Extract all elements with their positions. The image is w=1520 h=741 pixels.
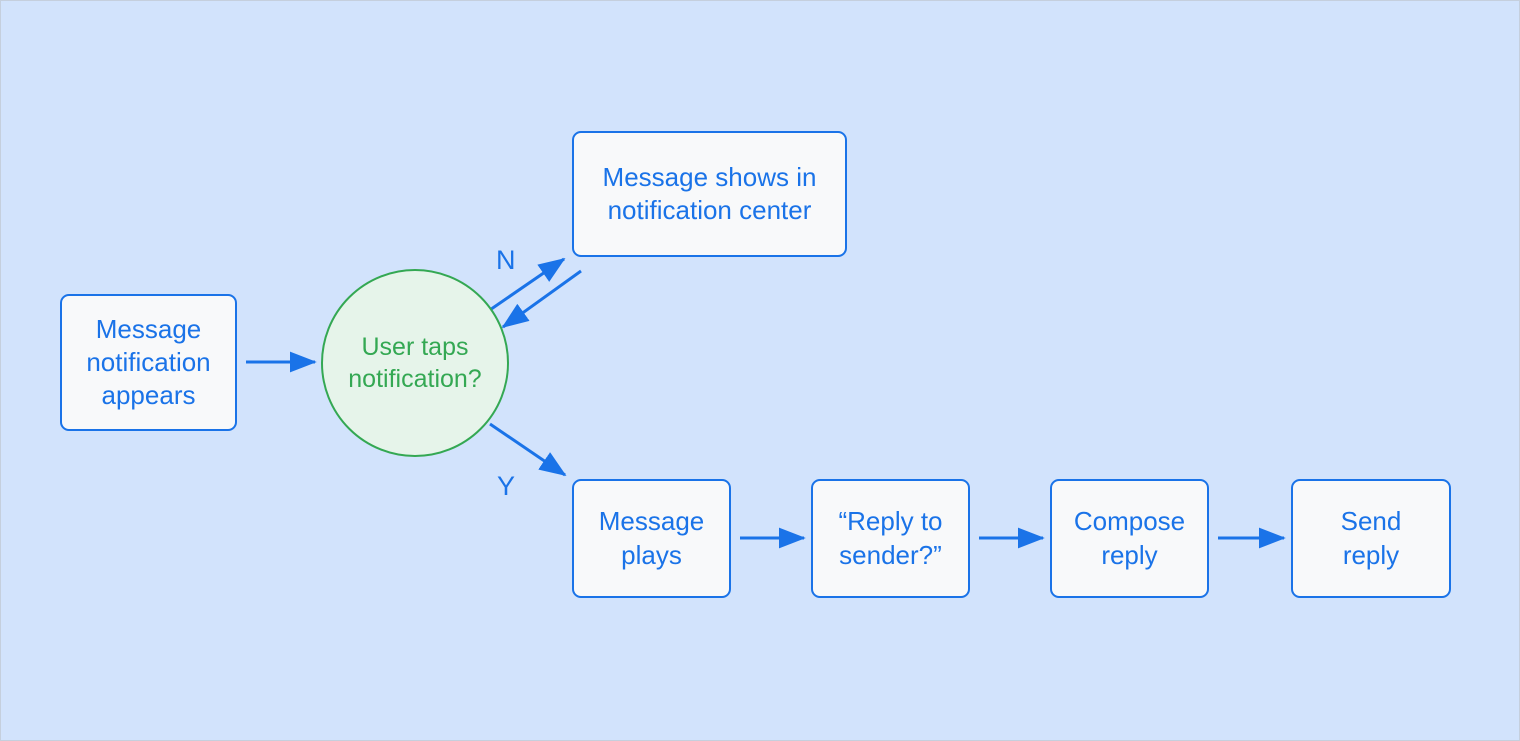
node-message-notification-appears[interactable]: Message notification appears [60, 294, 237, 431]
node-message-plays[interactable]: Message plays [572, 479, 731, 598]
node-user-taps-notification[interactable]: User taps notification? [321, 269, 509, 457]
connector-notification-center-to-decision [501, 269, 582, 329]
node-send-reply[interactable]: Send reply [1291, 479, 1451, 598]
node-reply-to-sender[interactable]: “Reply to sender?” [811, 479, 970, 598]
edge-label-yes: Y [497, 471, 516, 501]
edge-label-no: N [496, 245, 516, 275]
node-message-shows-in-notification-center[interactable]: Message shows in notification center [572, 131, 847, 257]
node-compose-reply[interactable]: Compose reply [1050, 479, 1209, 598]
connector-decision-to-message-plays [489, 422, 567, 477]
